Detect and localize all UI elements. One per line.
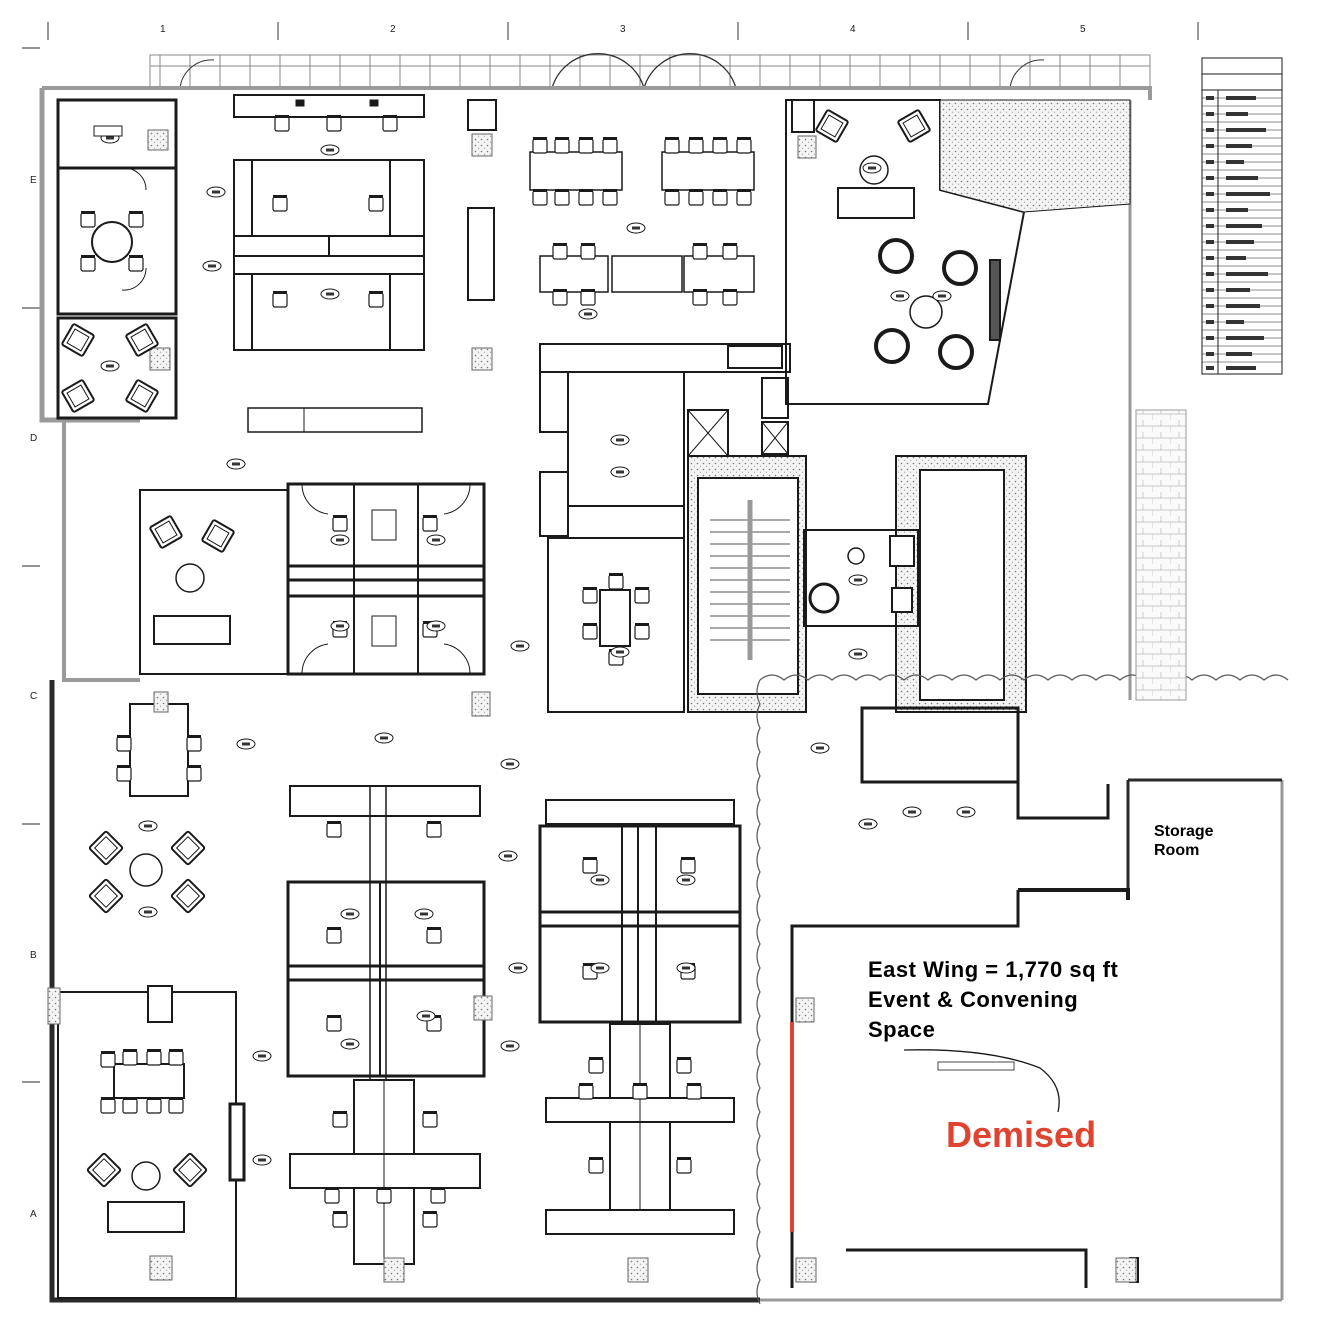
column-tick-1: 1 <box>160 24 166 35</box>
column-tick-4: 4 <box>850 24 856 35</box>
column-tick-5: 5 <box>1080 24 1086 35</box>
conference-center <box>547 537 685 713</box>
row-tick-a: A <box>30 1209 37 1220</box>
offices-block-2 <box>286 785 486 1080</box>
workstations-top <box>233 94 425 351</box>
stair-core <box>687 377 1027 713</box>
sw-conference <box>57 985 246 1299</box>
phone-room <box>803 529 919 627</box>
brick-wall-east <box>1135 409 1187 701</box>
east-wing-label: East Wing = 1,770 sq ft Event & Convenin… <box>868 955 1118 1045</box>
bench-south-right <box>545 1023 735 1235</box>
workstations-top-chairs <box>202 114 398 308</box>
lounge-west <box>139 489 289 675</box>
east-wing-line-1: East Wing = 1,770 sq ft <box>868 957 1119 982</box>
storage-room-line-1: Storage <box>1154 823 1214 840</box>
nw-furniture <box>60 125 160 414</box>
row-tick-c: C <box>30 691 38 702</box>
living-room <box>785 99 1131 405</box>
row-tick-e: E <box>30 175 37 186</box>
row-tick-b: B <box>30 950 37 961</box>
room-schedule-table <box>1201 57 1283 375</box>
exterior-railing <box>149 53 1151 89</box>
column-grid-lines <box>22 22 1199 1083</box>
demising-cloud-line <box>756 679 761 1305</box>
living-room-furniture <box>814 108 978 370</box>
bench-south-center <box>289 1079 481 1265</box>
leader-arrow <box>903 1049 1060 1113</box>
demised-label: Demised <box>946 1114 1097 1155</box>
east-wing-line-3: Space <box>868 1017 936 1042</box>
offices-block-1 <box>286 482 486 676</box>
storage-room-line-2: Room <box>1154 842 1200 859</box>
offices-block-1-furniture <box>330 509 446 647</box>
row-tick-d: D <box>30 433 38 444</box>
column-tick-2: 2 <box>390 24 396 35</box>
storage-room-label: Storage Room <box>1154 822 1214 860</box>
kitchen-dining <box>529 151 755 293</box>
east-wing-line-2: Event & Convening <box>868 987 1079 1012</box>
column-tick-3: 3 <box>620 24 626 35</box>
nw-rooms <box>56 98 178 420</box>
offices-block-3 <box>538 799 742 1024</box>
